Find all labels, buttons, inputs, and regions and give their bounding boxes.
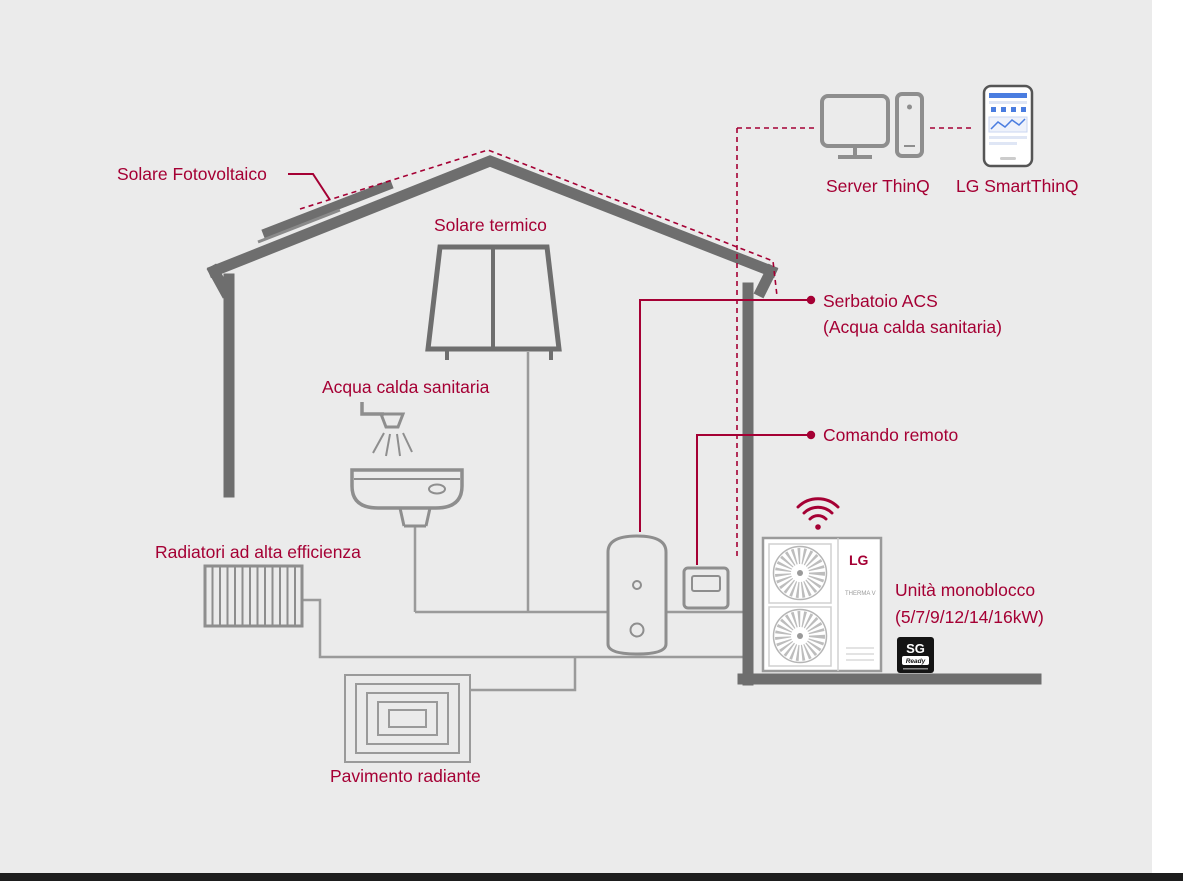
- water-tank: [606, 534, 668, 656]
- label-serbatoio-acs-line1: Serbatoio ACS: [823, 291, 938, 311]
- label-pavimento-radiante: Pavimento radiante: [330, 766, 481, 786]
- server-tower-icon: [895, 92, 924, 158]
- fan-top-icon: [772, 545, 828, 601]
- callout-lines: [288, 173, 808, 565]
- label-lg-smartthinq: LG SmartThinQ: [956, 176, 1079, 196]
- right-margin-strip: [1152, 0, 1183, 881]
- label-solare-termico: Solare termico: [434, 215, 547, 235]
- radiator: [203, 564, 304, 628]
- shower-head-icon: [378, 412, 406, 429]
- solar-pv-panel: [257, 179, 394, 244]
- bottom-bar: [0, 873, 1183, 881]
- roof: [206, 155, 779, 279]
- sg-badge-top-text: SG: [906, 641, 925, 656]
- sg-ready-badge: SG Ready: [897, 637, 934, 673]
- wifi-icon: [796, 497, 840, 530]
- label-unita-monoblocco-line2: (5/7/9/12/14/16kW): [895, 607, 1044, 627]
- shower-sink: [350, 402, 464, 528]
- label-server-thinq: Server ThinQ: [826, 176, 930, 196]
- label-serbatoio-acs-line2: (Acqua calda sanitaria): [823, 317, 1002, 337]
- right-eave: [753, 263, 779, 299]
- pipe-radiant-floor: [470, 657, 577, 692]
- line-comando: [696, 434, 808, 565]
- dot-comando: [806, 430, 816, 440]
- label-comando-remoto: Comando remoto: [823, 425, 959, 445]
- dot-serbatoio: [806, 295, 816, 305]
- sink-pedestal: [398, 507, 432, 528]
- unit-brand-text: LG: [849, 552, 869, 568]
- label-acqua-calda-sanitaria: Acqua calda sanitaria: [322, 377, 490, 397]
- sink-basin: [350, 468, 464, 510]
- shower-spray: [372, 432, 413, 457]
- solar-thermal-collector: [425, 244, 562, 360]
- pipe-radiator-run: [302, 598, 747, 659]
- shower-arm: [360, 402, 384, 416]
- remote-controller: [682, 566, 730, 610]
- sg-badge-label-text: Ready: [906, 658, 926, 665]
- radiant-floor: [344, 674, 471, 763]
- dashed-connections: [299, 127, 972, 556]
- house-outline: [206, 155, 1042, 686]
- label-solare-fotovoltaico: Solare Fotovoltaico: [117, 164, 267, 184]
- label-radiatori: Radiatori ad alta efficienza: [155, 542, 361, 562]
- label-unita-monoblocco-line1: Unità monoblocco: [895, 580, 1036, 600]
- fan-bottom-icon: [772, 608, 828, 664]
- server-monitor-icon: [820, 94, 890, 159]
- left-eave: [206, 263, 233, 299]
- line-serbatoio: [639, 299, 808, 532]
- outdoor-unit: LG THERMA V: [761, 536, 883, 673]
- smartphone-icon: [982, 84, 1034, 168]
- unit-model-text: THERMA V: [845, 591, 876, 597]
- line-solare-fotovoltaico: [288, 173, 331, 201]
- pipes: [302, 352, 747, 692]
